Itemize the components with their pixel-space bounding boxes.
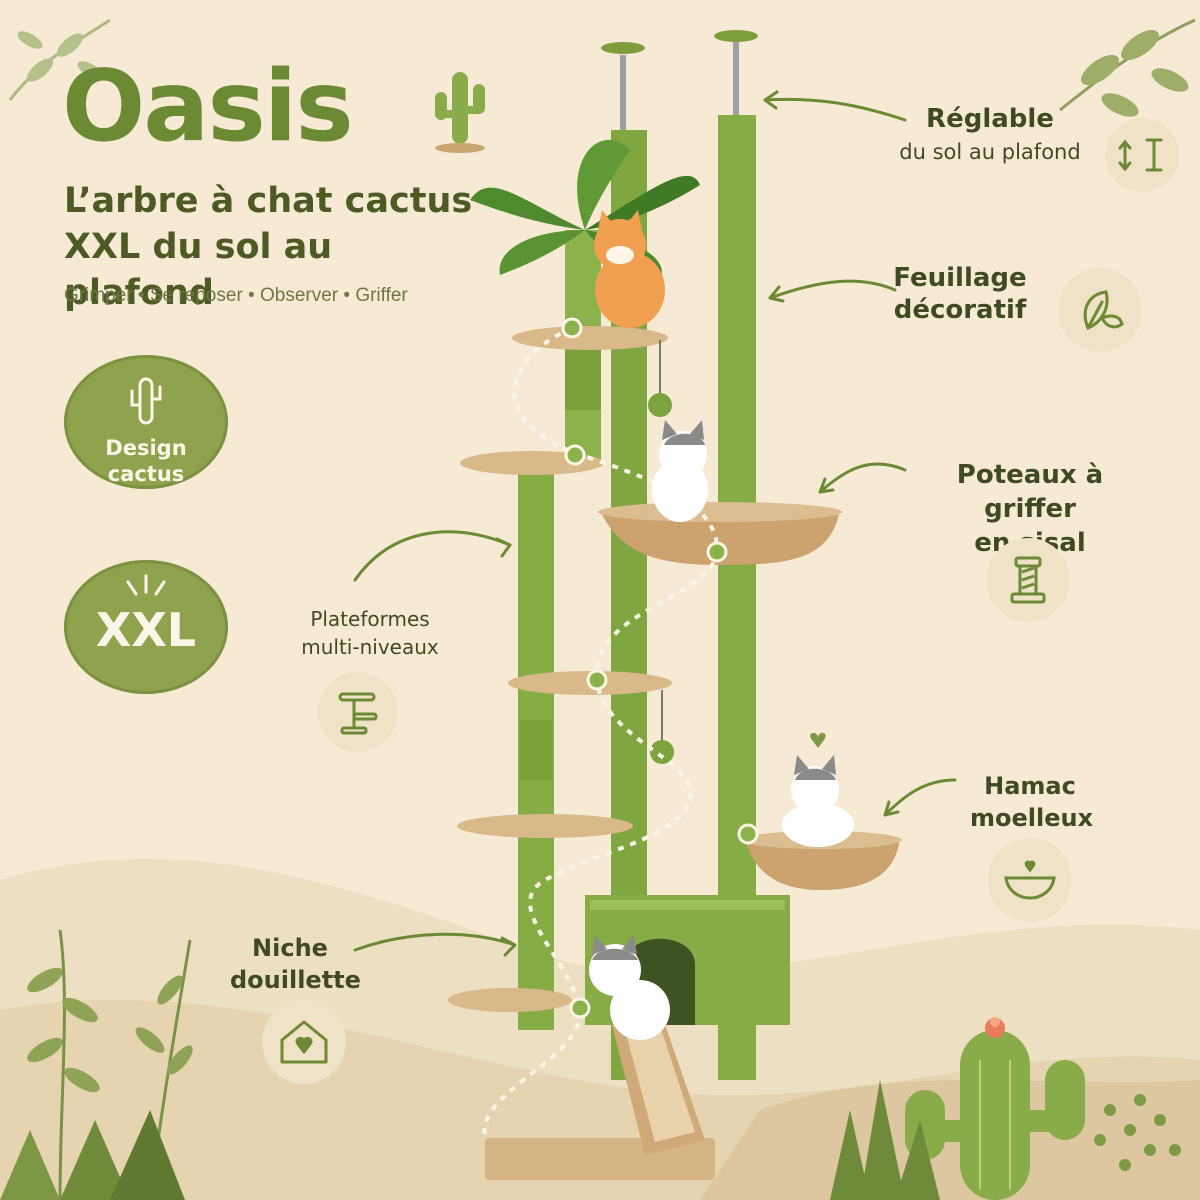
orange-cat <box>594 210 665 328</box>
hamac-line-1: Hamac <box>984 772 1076 800</box>
reglable-sublabel: du sol au plafond <box>899 140 1081 164</box>
feuillage-label: Feuillage décoratif <box>890 262 1030 326</box>
plateformes-line-1: Plateformes <box>310 607 430 631</box>
reglable-label: Réglable <box>926 104 1054 134</box>
cactus-icon <box>435 72 485 153</box>
niche-label: Niche douillette <box>230 932 361 996</box>
plateformes-label: Plateformes multi-niveaux <box>280 605 460 661</box>
grey-cat-3 <box>589 935 670 1040</box>
brand-title: Oasis <box>62 50 354 164</box>
feuillage-line-2: décoratif <box>893 295 1027 325</box>
hamac-line-2: moelleux <box>970 804 1094 832</box>
xxl-badge-text: XXL <box>95 603 197 657</box>
platform-icon <box>318 672 398 752</box>
grey-cat-2 <box>782 732 854 847</box>
plateformes-line-2: multi-niveaux <box>301 635 439 659</box>
poteaux-line-1: Poteaux à griffer <box>956 460 1104 524</box>
niche-line-2: douillette <box>230 966 361 994</box>
hamac-label: Hamac moelleux <box>970 770 1094 834</box>
sparkle-icon <box>126 574 166 596</box>
design-badge-line-2: cactus <box>107 462 185 486</box>
leaf-decoration-top-left <box>8 18 111 101</box>
leaf-decoration-top-right <box>1059 18 1196 117</box>
house-icon <box>262 1000 346 1084</box>
scratching-post-icon <box>986 538 1070 622</box>
subtitle-line-1: L’arbre à chat cactus <box>64 181 473 221</box>
poteaux-label: Poteaux à griffer en sisal <box>915 458 1145 560</box>
cactus-bottom-right <box>905 1017 1085 1200</box>
niche-line-1: Niche <box>252 934 328 962</box>
grey-cat-1 <box>652 420 708 522</box>
feuillage-line-1: Feuillage <box>893 263 1027 293</box>
subtitle-line-2: XXL du sol au plafond <box>64 227 333 313</box>
leaf-icon <box>1058 268 1142 352</box>
plant-bottom-right <box>830 1080 940 1200</box>
subtitle: L’arbre à chat cactus XXL du sol au plaf… <box>64 178 484 316</box>
dots-bottom-right <box>1094 1094 1181 1171</box>
adjustable-height-icon <box>1105 118 1179 192</box>
tagline: Grimper • Se reposer • Observer • Griffe… <box>64 285 408 306</box>
design-cactus-badge: Design cactus <box>64 355 228 489</box>
hammock-icon <box>988 838 1072 922</box>
cat-tree <box>448 30 902 1180</box>
plants-bottom-left <box>0 929 193 1200</box>
design-badge-line-1: Design <box>105 436 187 460</box>
cactus-icon <box>130 377 162 425</box>
xxl-badge: XXL <box>64 560 228 694</box>
callout-arrows <box>353 90 957 957</box>
